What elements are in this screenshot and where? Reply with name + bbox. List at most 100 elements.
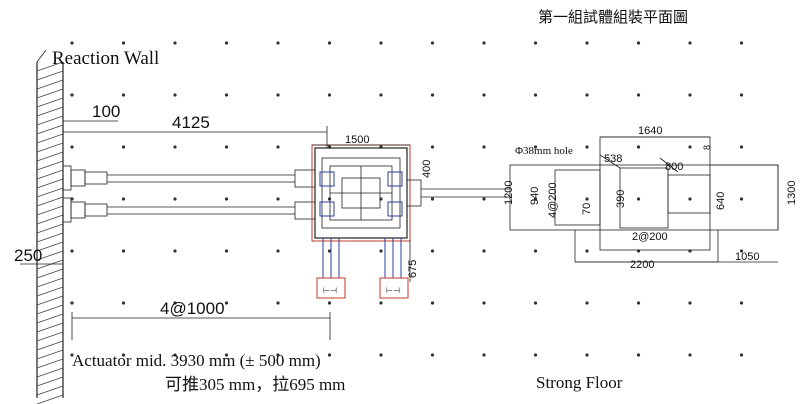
floor-anchor-grid bbox=[70, 41, 744, 357]
anchor-dot bbox=[585, 145, 589, 149]
anchor-dot bbox=[379, 301, 383, 305]
anchor-dot bbox=[121, 41, 126, 45]
anchor-dot bbox=[482, 197, 486, 201]
anchor-dot bbox=[327, 301, 332, 305]
anchor-dot bbox=[224, 301, 229, 305]
anchor-dot bbox=[121, 145, 126, 149]
anchor-dot bbox=[327, 353, 332, 357]
dim-100: 100 bbox=[92, 102, 120, 121]
anchor-dot bbox=[276, 301, 280, 305]
anchor-dot bbox=[121, 353, 126, 357]
anchor-dot bbox=[430, 197, 435, 201]
anchor-dot bbox=[688, 41, 692, 45]
anchor-dot bbox=[224, 145, 229, 149]
anchor-dot bbox=[430, 249, 435, 253]
anchor-dot bbox=[636, 41, 641, 45]
anchor-dot bbox=[173, 301, 177, 305]
anchor-dot bbox=[739, 93, 744, 97]
anchor-dot bbox=[276, 353, 280, 357]
strong-floor-label: Strong Floor bbox=[536, 373, 623, 392]
anchor-dot bbox=[430, 145, 435, 149]
dim-1640: 1640 bbox=[638, 125, 662, 137]
anchor-dot bbox=[636, 353, 641, 357]
anchor-dot bbox=[636, 301, 641, 305]
anchor-dot bbox=[688, 93, 692, 97]
anchor-dot bbox=[70, 93, 74, 97]
anchor-dot bbox=[173, 145, 177, 149]
anchor-dot bbox=[224, 41, 229, 45]
dim-940: 940 bbox=[529, 187, 541, 205]
anchor-dot bbox=[482, 249, 486, 253]
dim-4125: 4125 bbox=[172, 113, 210, 132]
anchor-dot bbox=[533, 353, 538, 357]
dim-390: 390 bbox=[615, 190, 627, 208]
anchor-dot bbox=[688, 145, 692, 149]
loading-frame bbox=[311, 144, 510, 242]
anchor-dot bbox=[327, 93, 332, 97]
reaction-wall-label: Reaction Wall bbox=[52, 48, 159, 69]
anchor-dot bbox=[276, 41, 280, 45]
dim-538: 538 bbox=[604, 153, 622, 165]
anchor-dot bbox=[533, 197, 538, 201]
anchor-dot bbox=[688, 353, 692, 357]
actuator-caption: Actuator mid. 3930 mm (± 500 mm) bbox=[72, 351, 321, 370]
reaction-wall bbox=[36, 49, 64, 404]
anchor-dot bbox=[585, 41, 589, 45]
anchor-dot bbox=[533, 145, 538, 149]
anchor-dot bbox=[636, 197, 641, 201]
dim-640: 640 bbox=[715, 192, 727, 210]
anchor-dot bbox=[224, 197, 229, 201]
svg-text:⊢⊣: ⊢⊣ bbox=[323, 286, 337, 295]
anchor-dot bbox=[121, 197, 126, 201]
anchor-dot bbox=[224, 93, 229, 97]
anchor-dot bbox=[173, 249, 177, 253]
anchor-dot bbox=[276, 145, 280, 149]
actuator-stroke-caption: 可推305 mm，拉695 mm bbox=[165, 375, 345, 394]
anchor-dot bbox=[379, 41, 383, 45]
dim-70: 70 bbox=[581, 203, 593, 215]
anchor-dot bbox=[533, 41, 538, 45]
anchor-dot bbox=[173, 93, 177, 97]
anchor-dot bbox=[70, 301, 74, 305]
hole-note: Φ38mm hole bbox=[515, 145, 573, 157]
dim-1300: 1300 bbox=[786, 181, 798, 205]
specimen-plan bbox=[509, 136, 779, 263]
anchor-dot bbox=[585, 353, 589, 357]
anchor-dot bbox=[276, 249, 280, 253]
anchor-dot bbox=[173, 41, 177, 45]
drawing-title: 第一組試體組裝平面圖 bbox=[538, 8, 688, 26]
anchor-dot bbox=[533, 301, 538, 305]
anchor-dot bbox=[688, 197, 692, 201]
anchor-dot bbox=[430, 353, 435, 357]
anchor-dot bbox=[70, 353, 74, 357]
anchor-dot bbox=[636, 93, 641, 97]
anchor-dot bbox=[70, 145, 74, 149]
dim-8: 8 bbox=[702, 145, 712, 150]
anchor-dot bbox=[482, 301, 486, 305]
anchor-dot bbox=[327, 197, 332, 201]
anchor-dot bbox=[224, 249, 229, 253]
anchor-dot bbox=[430, 301, 435, 305]
anchor-dot bbox=[327, 41, 332, 45]
anchor-dot bbox=[224, 353, 229, 357]
anchor-dot bbox=[173, 353, 177, 357]
anchor-dot bbox=[636, 145, 641, 149]
dim-1500: 1500 bbox=[345, 134, 369, 146]
actuator-upper bbox=[62, 165, 316, 191]
svg-text:⊢⊣: ⊢⊣ bbox=[386, 286, 400, 295]
anchor-dot bbox=[739, 353, 744, 357]
anchor-dot bbox=[379, 353, 383, 357]
dim-400: 400 bbox=[421, 160, 433, 178]
support-column-left: ⊢⊣ bbox=[316, 238, 346, 299]
anchor-dot bbox=[430, 41, 435, 45]
support-column-right: ⊢⊣ bbox=[379, 238, 409, 299]
anchor-dot bbox=[739, 249, 744, 253]
anchor-dot bbox=[121, 249, 126, 253]
anchor-dot bbox=[379, 249, 383, 253]
anchor-dot bbox=[585, 301, 589, 305]
dim-4at200: 4@200 bbox=[547, 182, 559, 218]
dim-675: 675 bbox=[407, 260, 419, 278]
anchor-dot bbox=[482, 145, 486, 149]
anchor-dot bbox=[430, 93, 435, 97]
anchor-dot bbox=[121, 301, 126, 305]
